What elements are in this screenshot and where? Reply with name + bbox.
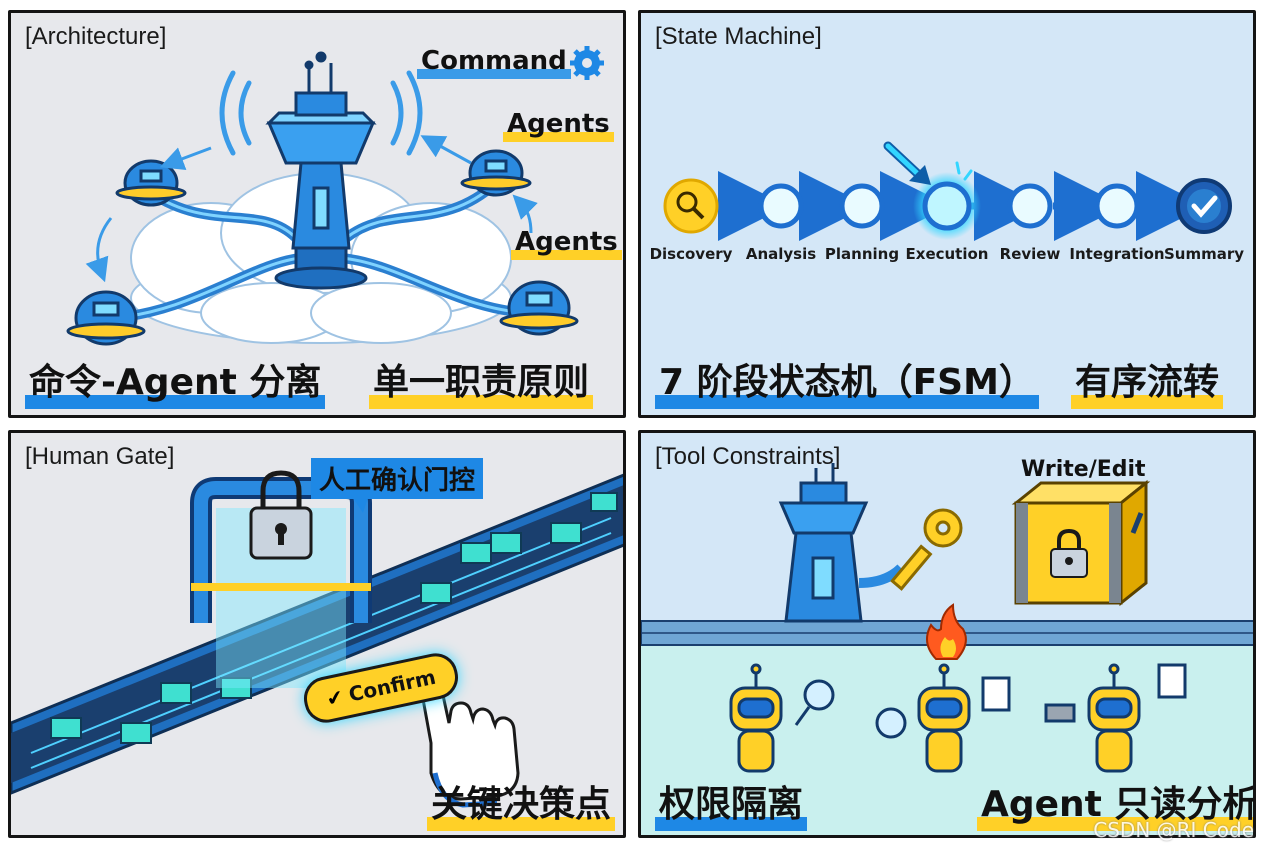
tool-constraints-tag: [Tool Constraints]: [655, 443, 841, 470]
stage-label-discovery: Discovery: [649, 245, 733, 263]
watermark: CSDN @RI Code: [1093, 818, 1254, 842]
agent-robot-3: [1044, 663, 1187, 773]
state-machine-tag: [State Machine]: [655, 23, 822, 50]
write-edit-label: Write/Edit: [1021, 457, 1146, 482]
flow-arrows: [85, 135, 538, 283]
state-machine-panel: [State Machine]: [638, 10, 1256, 418]
human-gate-tag: [Human Gate]: [25, 443, 175, 470]
fsm-node-review: [1007, 183, 1053, 229]
fsm-node-discovery: [663, 178, 719, 234]
current-stage-pointer-icon: [883, 141, 973, 185]
check-icon: ✔: [324, 684, 346, 712]
stage-label-analysis: Analysis: [745, 245, 817, 263]
fsm-node-planning: [839, 183, 885, 229]
agent-robot-1: [729, 663, 835, 773]
agent-robot-2: [875, 663, 1011, 773]
agent-pods: [66, 149, 579, 346]
stage-label-planning: Planning: [824, 245, 900, 263]
gate-speech-bubble: 人工确认门控: [311, 458, 484, 499]
command-tower-robot-icon: [778, 463, 905, 623]
human-gate-illustration: [11, 470, 623, 808]
signal-waves-icon: [219, 70, 423, 156]
fsm-node-integration: [1094, 183, 1140, 229]
agents-label-top: Agents: [503, 109, 614, 142]
padlock-icon: [249, 470, 313, 560]
fsm-node-analysis: [758, 183, 804, 229]
architecture-panel: [Architecture]: [8, 10, 626, 418]
stage-label-integration: Integration: [1069, 245, 1165, 263]
stage-label-summary: Summary: [1163, 245, 1245, 263]
confirm-button-label: Confirm: [346, 664, 438, 707]
agent-robots: [729, 663, 1187, 773]
state-machine-caption-right: 有序流转: [1071, 363, 1224, 409]
tool-constraints-panel: [Tool Constraints]: [638, 430, 1256, 838]
architecture-caption-right: 单一职责原则: [369, 363, 594, 409]
architecture-illustration: [66, 46, 604, 346]
data-packets: [50, 492, 618, 744]
human-gate-panel: [Human Gate]: [8, 430, 626, 838]
fire-icon: [926, 603, 967, 660]
agents-label-bottom: Agents: [511, 227, 622, 260]
state-machine-caption-left: 7 阶段状态机（FSM）: [655, 363, 1039, 409]
locked-chest-icon: [1011, 479, 1151, 607]
fsm-node-summary: [1176, 178, 1232, 234]
command-tower-icon: [265, 51, 377, 290]
speech-bubble-tail: [351, 495, 369, 513]
command-label: Command: [417, 46, 571, 79]
gate-bubble-label: 人工确认门控: [319, 466, 476, 496]
gear-icon: [570, 46, 604, 80]
human-gate-caption: 关键决策点: [427, 785, 616, 831]
tool-constraints-caption-right: Agent 只读分析: [977, 785, 1253, 831]
architecture-caption-left: 命令-Agent 分离: [25, 363, 326, 409]
tool-constraints-illustration: [641, 463, 1253, 835]
tool-constraints-caption-left: 权限隔离: [655, 785, 808, 831]
stage-label-execution: Execution: [905, 245, 989, 263]
fsm-diagram: [663, 141, 1232, 241]
fsm-node-execution: [913, 172, 981, 240]
architecture-tag: [Architecture]: [25, 23, 167, 50]
key-icon: [890, 508, 963, 591]
stage-label-review: Review: [999, 245, 1061, 263]
